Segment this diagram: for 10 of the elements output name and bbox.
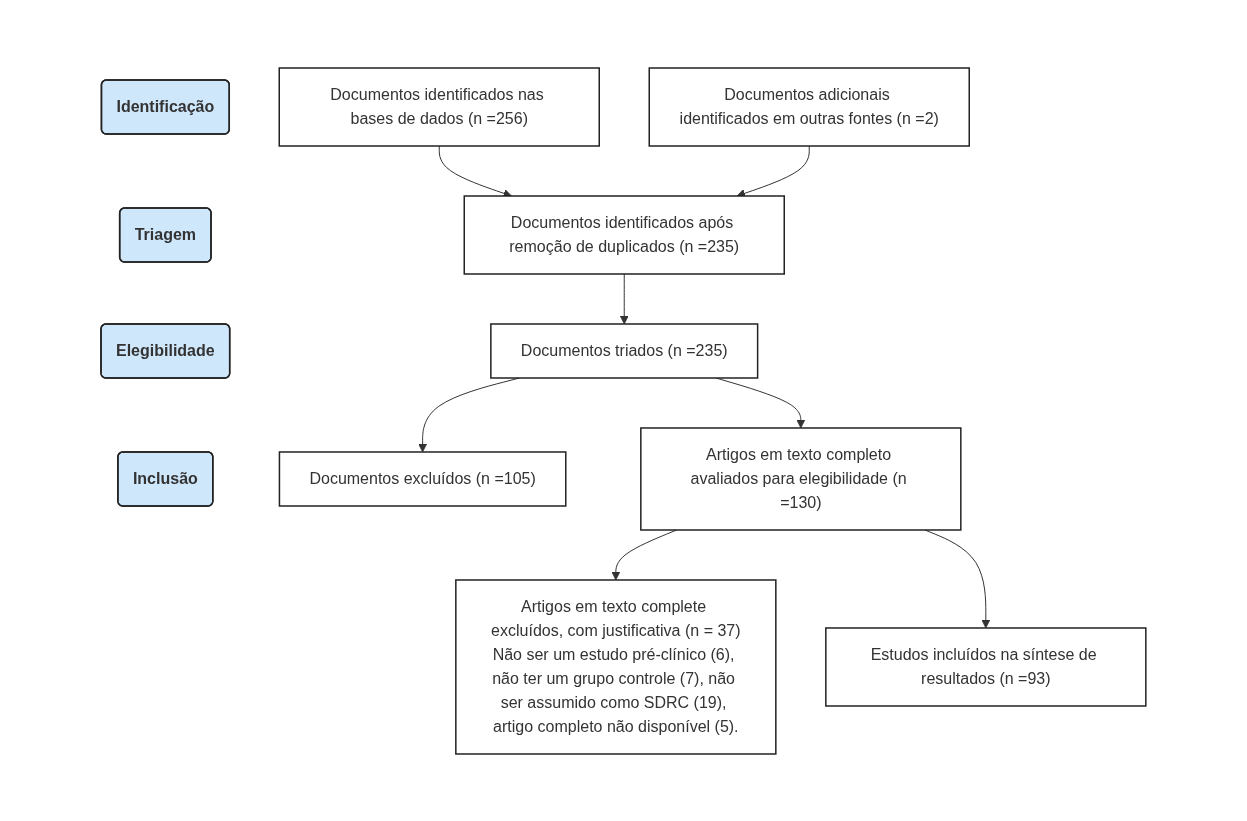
node-box: Documentos excluídos (n =105) bbox=[278, 450, 567, 507]
node-box: Documentos adicionais identificados em outras fontes (n =2) bbox=[648, 66, 971, 147]
arrow bbox=[619, 273, 629, 324]
node-box: Artigos em texto completo avaliados para elegibilidade (n =130) bbox=[640, 426, 962, 531]
node-box: Estudos incluídos na síntese de resultados (n =93) bbox=[825, 626, 1147, 707]
node-box: Documentos identificados após remoção de duplicados (n =235) bbox=[463, 194, 786, 275]
arrow bbox=[924, 529, 991, 628]
node-box: Artigos em texto complete excluídos, com justificativa (n = 37) Não ser um estudo pré-clínico (6), não ter um grupo controle (7), não ser assumido como SDRC (19), artigo completo não disponível (5). bbox=[455, 578, 777, 755]
node-box: Documentos identificados nas bases de dados (n =256) bbox=[278, 66, 601, 147]
node-box: Documentos triados (n =235) bbox=[490, 322, 759, 379]
